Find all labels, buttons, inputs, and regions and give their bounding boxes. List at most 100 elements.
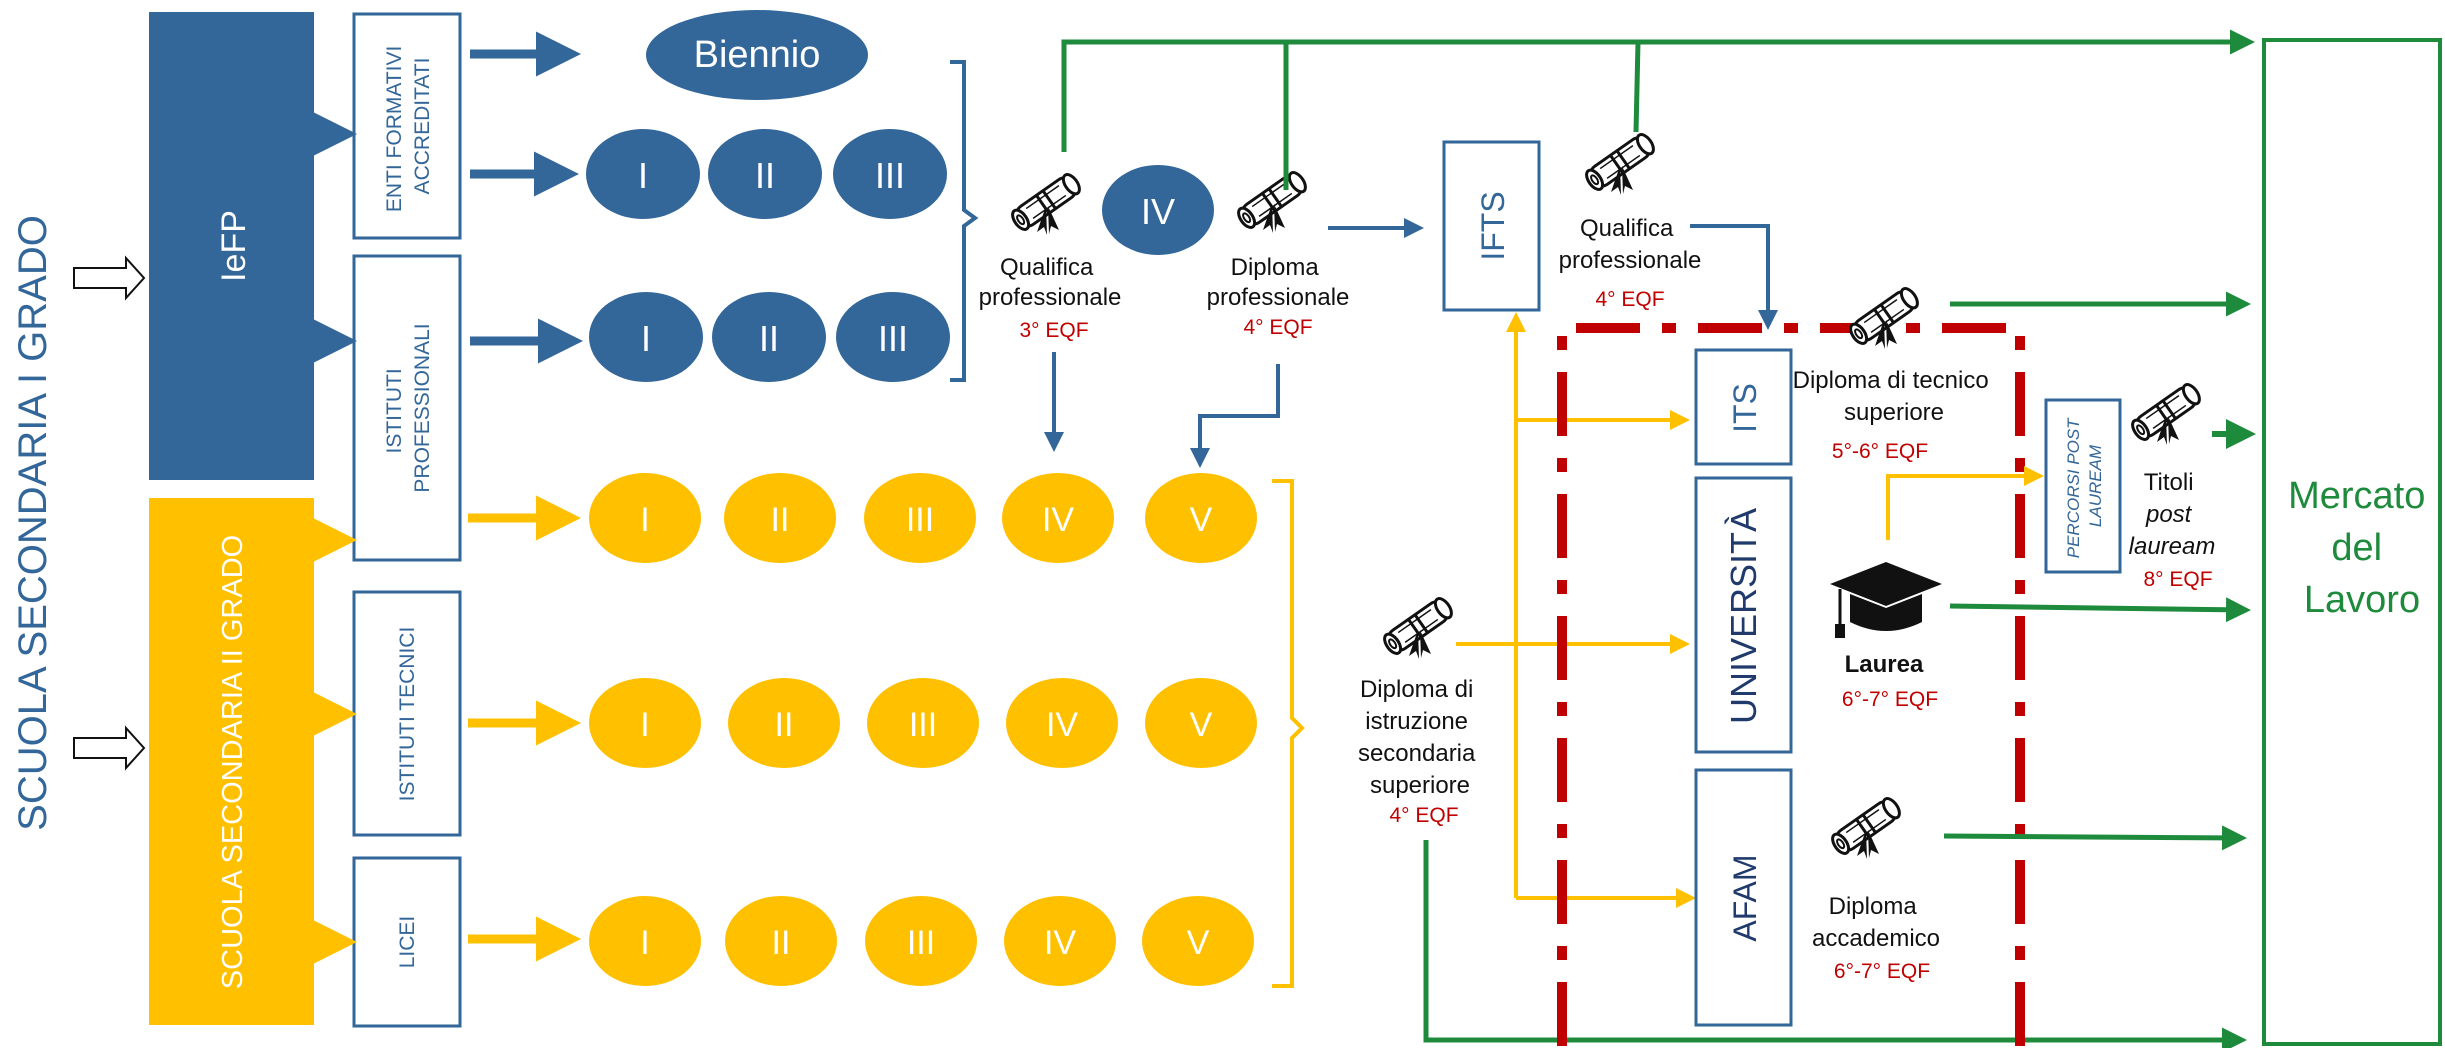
year-label: IV	[1046, 706, 1078, 744]
hollow-arrow-icon	[73, 725, 146, 771]
graduation-cap-icon	[1830, 562, 1942, 638]
diploma-prof-eqf: 4° EQF	[1243, 316, 1312, 339]
year-label: III	[909, 706, 937, 744]
year-label: I	[640, 924, 649, 962]
year-label: V	[1190, 706, 1213, 744]
diploma-scroll-icon	[1845, 283, 1923, 351]
fourth-year-label: IV	[1141, 191, 1175, 232]
year-oval	[1006, 678, 1118, 768]
tertiary-frame	[1557, 323, 2025, 1046]
year-label: II	[772, 924, 791, 962]
year-label: IV	[1042, 501, 1074, 539]
arrow	[1061, 29, 2255, 152]
iefp-block	[149, 12, 314, 480]
year-oval	[1142, 896, 1254, 986]
its-box	[1694, 348, 1793, 466]
qualifica-3-eqf: 3° EQF	[1019, 319, 1088, 342]
year-oval	[708, 129, 822, 219]
biennio-oval	[646, 10, 868, 100]
year-label: I	[641, 318, 651, 359]
left-title: SCUOLA SECONDARIA I GRADO	[11, 215, 55, 831]
year-label: II	[755, 155, 775, 196]
diploma-accademico-label: Diploma accademico	[1812, 893, 1940, 952]
diploma-scroll-icon	[1581, 129, 1659, 197]
year-oval	[725, 896, 837, 986]
year-label: III	[878, 318, 908, 359]
year-label: III	[906, 501, 934, 539]
mercato-box	[2262, 38, 2442, 1046]
secondaria-bracket	[1272, 479, 1305, 988]
enti-label: ENTI FORMATIVI ACCREDITATI	[383, 40, 434, 212]
secondaria-block	[149, 498, 314, 1025]
year-oval	[1145, 678, 1257, 768]
year-label: I	[640, 501, 649, 539]
ifts-box	[1442, 140, 1541, 312]
arrow	[1886, 466, 2044, 540]
laurea-eqf: 6°-7° EQF	[1842, 688, 1938, 711]
diploma-tecnico-label: Diploma di tecnico superiore	[1793, 367, 1996, 426]
licei-label: LICEI	[396, 916, 419, 969]
hollow-arrow-icon	[73, 255, 146, 301]
universita-box	[1694, 476, 1793, 754]
year-oval	[728, 678, 840, 768]
afam-label: AFAM	[1727, 854, 1763, 941]
iefp-title: IeFP	[215, 210, 253, 282]
year-label: V	[1187, 924, 1210, 962]
diploma-tecnico-eqf: 5°-6° EQF	[1832, 440, 1928, 463]
percorsi-label: PERCORSI POST LAUREAM	[2064, 414, 2105, 559]
arrow	[1943, 825, 2247, 851]
diploma-istruzione-eqf: 4° EQF	[1389, 804, 1458, 827]
year-oval	[1145, 473, 1257, 563]
istituti-tecnici-box	[352, 590, 462, 837]
year-oval	[1002, 473, 1114, 563]
diploma-accademico-eqf: 6°-7° EQF	[1834, 960, 1930, 983]
secondaria-title: SCUOLA SECONDARIA II GRADO	[217, 535, 249, 989]
arrow	[1949, 597, 2251, 623]
istituti-tecnici-label: ISTITUTI TECNICI	[396, 627, 419, 802]
its-label: ITS	[1727, 383, 1763, 433]
year-oval	[867, 678, 979, 768]
year-oval	[836, 292, 950, 382]
percorsi-box	[2044, 398, 2122, 574]
diploma-scroll-icon	[1233, 167, 1311, 235]
diploma-scroll-icon	[2127, 379, 2205, 447]
year-label: V	[1190, 501, 1213, 539]
universita-label: UNIVERSITÀ	[1723, 508, 1764, 724]
arrow	[1190, 364, 1280, 468]
arrow	[1690, 224, 1778, 330]
year-oval	[865, 896, 977, 986]
diploma-prof-label: Diploma professionale	[1207, 254, 1350, 311]
biennio-label: Biennio	[694, 34, 821, 76]
year-oval	[1004, 896, 1116, 986]
fourth-year-oval	[1102, 165, 1214, 255]
diploma-scroll-icon	[1827, 793, 1905, 861]
ifts-label: IFTS	[1475, 191, 1511, 260]
qualifica-4-eqf: 4° EQF	[1595, 288, 1664, 311]
year-label: I	[640, 706, 649, 744]
year-label: IV	[1044, 924, 1076, 962]
diploma-scroll-icon	[1007, 169, 1085, 237]
connector	[1633, 41, 1641, 133]
year-oval	[864, 473, 976, 563]
year-label: III	[875, 155, 905, 196]
year-label: II	[759, 318, 779, 359]
qualifica-4-label: Qualifica professionale	[1559, 215, 1702, 274]
enti-box	[352, 12, 462, 240]
istituti-professionali-label: ISTITUTI PROFESSIONALI	[383, 323, 434, 492]
year-oval	[589, 678, 701, 768]
year-label: III	[907, 924, 935, 962]
year-oval	[724, 473, 836, 563]
year-oval	[589, 896, 701, 986]
arrow	[1423, 840, 2247, 1048]
year-oval	[833, 129, 947, 219]
year-oval	[586, 129, 700, 219]
year-oval	[712, 292, 826, 382]
titoli-label: Titoli post lauream	[2129, 469, 2216, 560]
diploma-scroll-icon	[1379, 593, 1457, 661]
year-oval	[589, 473, 701, 563]
afam-box	[1694, 768, 1793, 1027]
laurea-label: Laurea	[1845, 651, 1924, 678]
qualifica-3-label: Qualifica professionale	[979, 254, 1122, 311]
year-label: II	[771, 501, 790, 539]
